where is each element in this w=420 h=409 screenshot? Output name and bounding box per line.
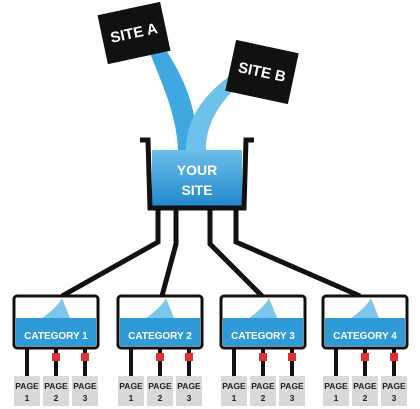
site-a-box bbox=[97, 1, 171, 65]
valve-icon bbox=[156, 353, 164, 361]
page-pipe bbox=[25, 348, 29, 376]
page-label-line1: PAGE bbox=[73, 381, 97, 391]
category-2: CATEGORY 2 PAGE 1 PAGE 2 PAGE 3 bbox=[116, 294, 204, 406]
page-pipe bbox=[232, 348, 236, 376]
valve-icon bbox=[390, 353, 398, 361]
page-label-line1: PAGE bbox=[382, 381, 406, 391]
page-pipe bbox=[129, 348, 133, 376]
page-label-line1: PAGE bbox=[251, 381, 275, 391]
category-water bbox=[223, 318, 303, 346]
page-pipe bbox=[54, 348, 58, 376]
stream-site-a bbox=[148, 40, 198, 150]
page-pipe bbox=[392, 348, 396, 376]
page-box bbox=[352, 376, 378, 406]
page-label-line1: PAGE bbox=[119, 381, 143, 391]
page-pipe bbox=[290, 348, 294, 376]
hub-water bbox=[152, 150, 242, 208]
page-box bbox=[323, 376, 349, 406]
page-label-line1: PAGE bbox=[15, 381, 39, 391]
category-water bbox=[16, 318, 96, 346]
valve-icon bbox=[361, 353, 369, 361]
valve-icon bbox=[52, 353, 60, 361]
page-label-line2: 1 bbox=[129, 393, 134, 403]
page-label-line1: PAGE bbox=[148, 381, 172, 391]
categories: CATEGORY 1 PAGE 1 PAGE 2 PAGE 3 CATEGORY 2 PAGE 1… bbox=[12, 294, 409, 406]
page-box bbox=[147, 376, 173, 406]
page-box bbox=[381, 376, 407, 406]
page-label-line2: 2 bbox=[363, 393, 368, 403]
page-label-line1: PAGE bbox=[280, 381, 304, 391]
category-inflow bbox=[249, 298, 277, 318]
page-label-line2: 3 bbox=[83, 393, 88, 403]
page-pipe bbox=[83, 348, 87, 376]
category-4: CATEGORY 4 PAGE 1 PAGE 2 PAGE 3 bbox=[321, 294, 409, 406]
page-box bbox=[118, 376, 144, 406]
category-water bbox=[325, 318, 405, 346]
pipe-to-category-4 bbox=[233, 208, 361, 299]
site-b-box bbox=[225, 39, 299, 105]
hub-label-line1: YOUR bbox=[177, 162, 217, 178]
category-inflow bbox=[146, 298, 174, 318]
page-label-line2: 2 bbox=[54, 393, 59, 403]
hub-tank: YOUR SITE bbox=[140, 137, 254, 211]
page-box bbox=[250, 376, 276, 406]
category-water bbox=[120, 318, 200, 346]
category-1: CATEGORY 1 PAGE 1 PAGE 2 PAGE 3 bbox=[12, 294, 100, 406]
valve-icon bbox=[288, 353, 296, 361]
pipe-to-category-2 bbox=[159, 208, 179, 297]
hub-label-line2: SITE bbox=[181, 182, 212, 198]
page-box bbox=[43, 376, 69, 406]
page-label-line2: 1 bbox=[232, 393, 237, 403]
site-a-card: SITE A bbox=[97, 1, 171, 65]
page-label-line2: 3 bbox=[187, 393, 192, 403]
valve-icon bbox=[185, 353, 193, 361]
page-label-line1: PAGE bbox=[222, 381, 246, 391]
page-label-line1: PAGE bbox=[324, 381, 348, 391]
pipe-to-category-3 bbox=[207, 208, 264, 298]
category-3: CATEGORY 3 PAGE 1 PAGE 2 PAGE 3 bbox=[219, 294, 307, 406]
page-pipe bbox=[334, 348, 338, 376]
page-label-line2: 3 bbox=[290, 393, 295, 403]
page-label-line2: 3 bbox=[392, 393, 397, 403]
page-box bbox=[221, 376, 247, 406]
page-label-line1: PAGE bbox=[353, 381, 377, 391]
category-inflow bbox=[351, 298, 379, 318]
page-label-line2: 1 bbox=[25, 393, 30, 403]
valve-icon bbox=[259, 353, 267, 361]
page-pipe bbox=[158, 348, 162, 376]
category-label: CATEGORY 1 bbox=[24, 331, 88, 342]
hub-outline bbox=[140, 137, 254, 211]
category-label: CATEGORY 3 bbox=[231, 331, 295, 342]
page-label-line2: 2 bbox=[261, 393, 266, 403]
page-label-line1: PAGE bbox=[44, 381, 68, 391]
page-box bbox=[72, 376, 98, 406]
page-label-line2: 2 bbox=[158, 393, 163, 403]
page-pipe bbox=[363, 348, 367, 376]
page-pipe bbox=[187, 348, 191, 376]
category-label: CATEGORY 2 bbox=[128, 331, 192, 342]
category-inflow bbox=[42, 298, 70, 318]
page-pipe bbox=[261, 348, 265, 376]
valve-icon bbox=[81, 353, 89, 361]
page-box bbox=[176, 376, 202, 406]
page-label-line2: 1 bbox=[334, 393, 339, 403]
site-b-card: SITE B bbox=[225, 39, 299, 105]
pipe-to-category-1 bbox=[60, 208, 161, 299]
category-label: CATEGORY 4 bbox=[333, 331, 397, 342]
page-box bbox=[279, 376, 305, 406]
page-label-line1: PAGE bbox=[177, 381, 201, 391]
page-box bbox=[14, 376, 40, 406]
hub-pipes bbox=[60, 208, 361, 299]
